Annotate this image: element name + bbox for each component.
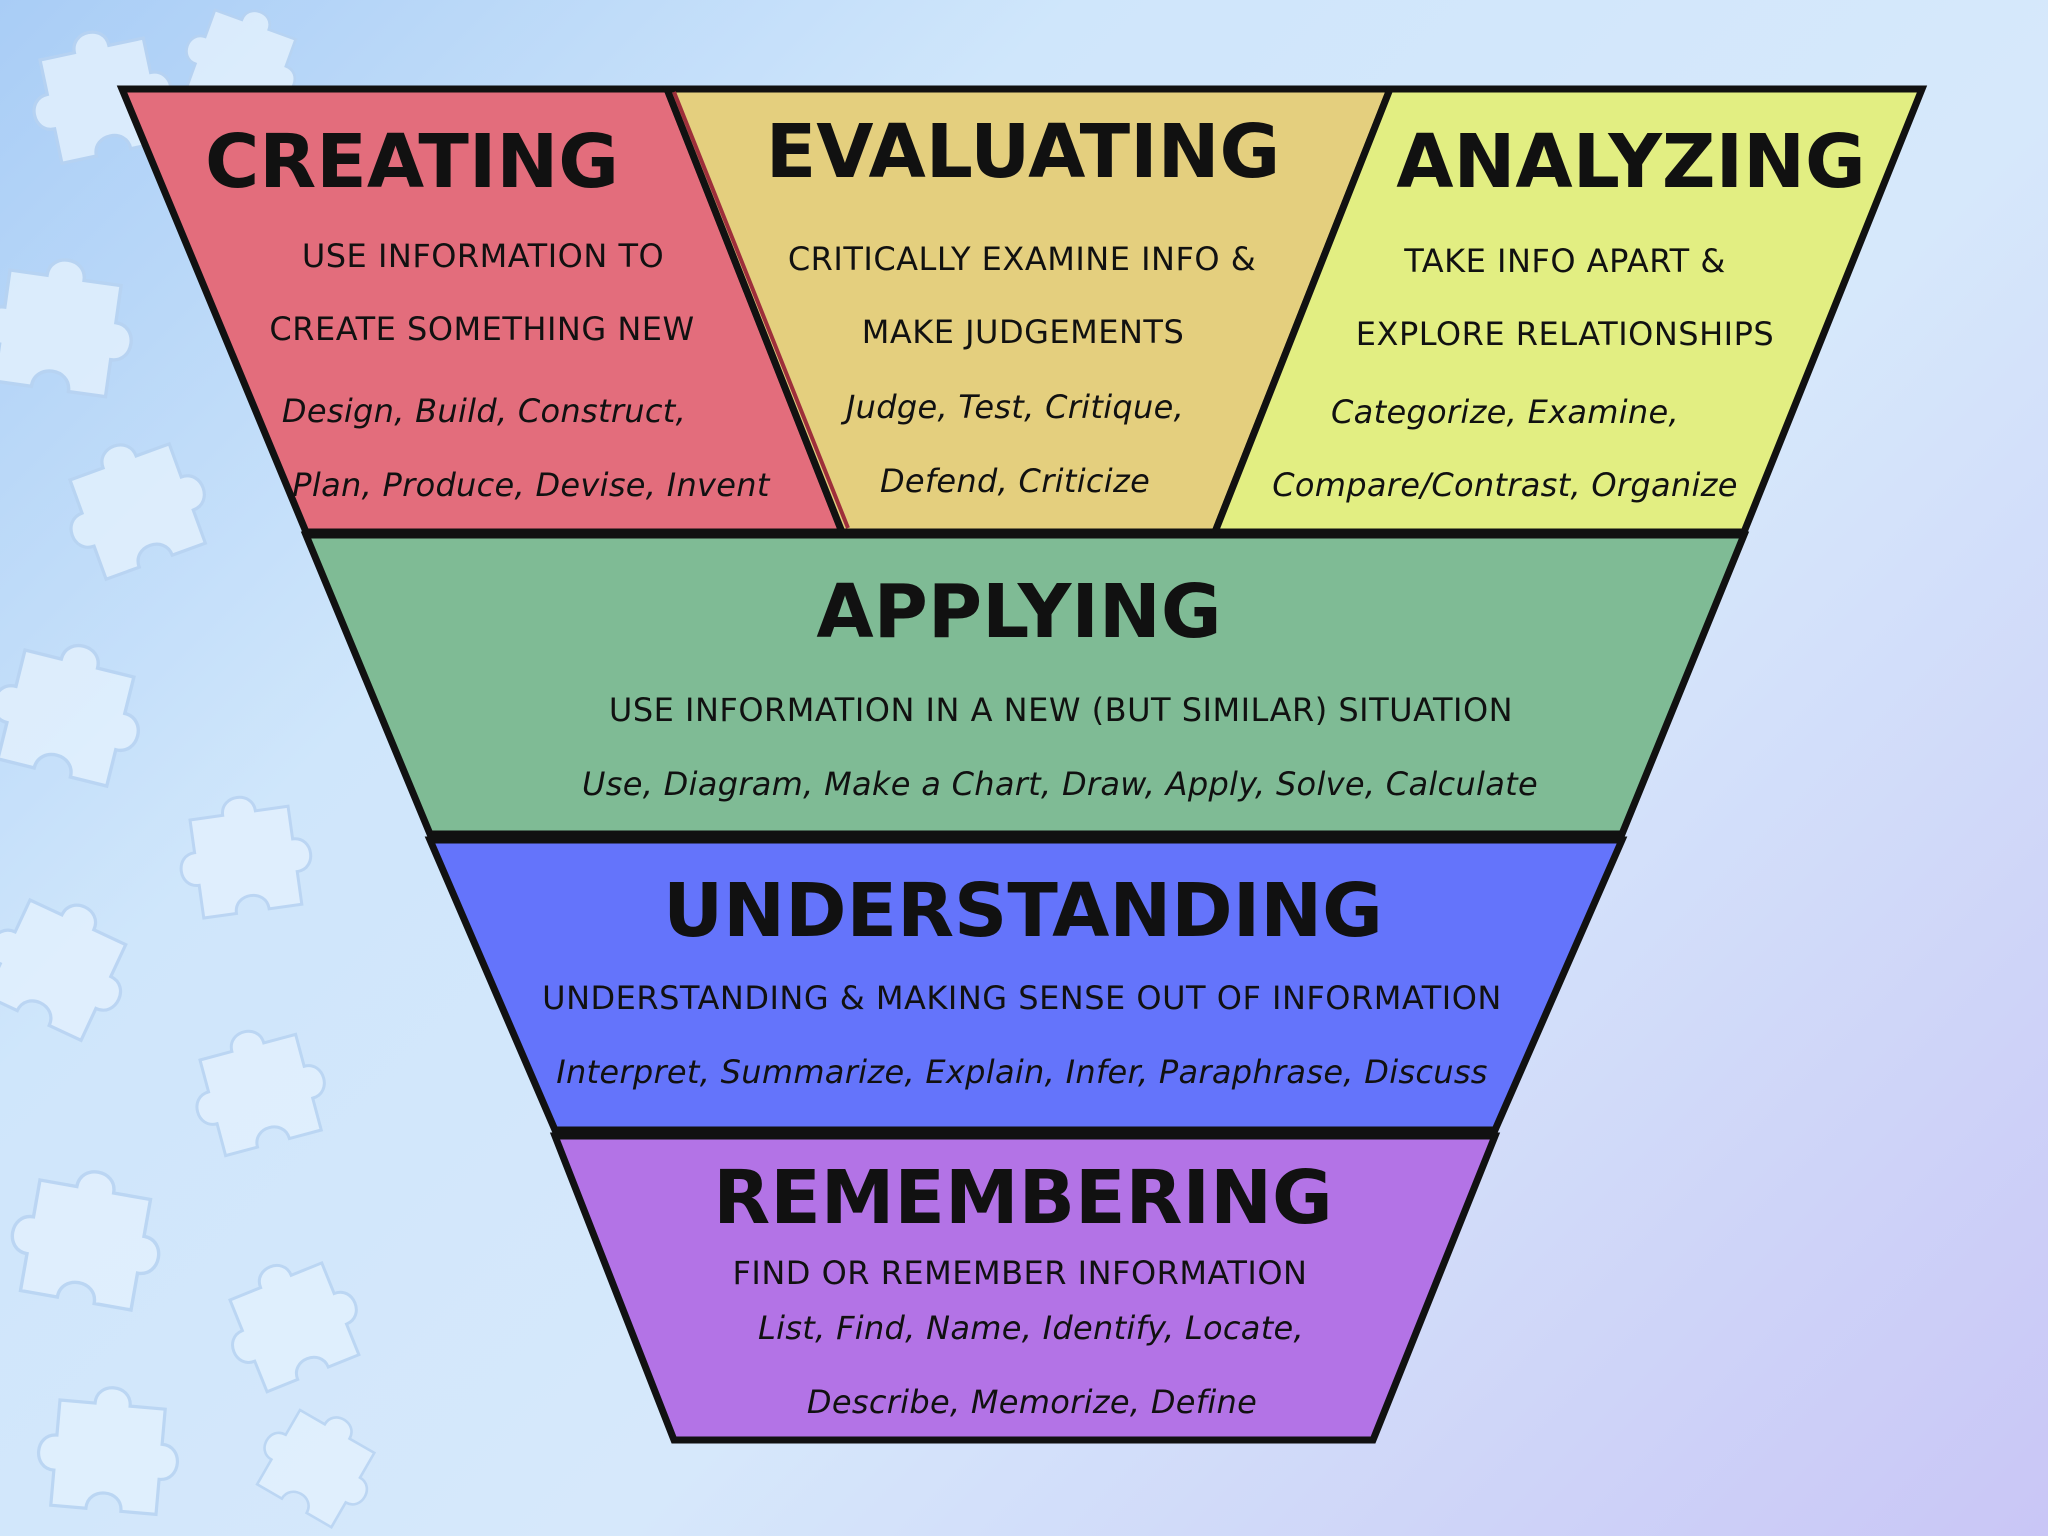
analyzing-verbs-line-2: Compare/Contrast, Organize — [1272, 466, 1738, 504]
analyzing-description-line-2: EXPLORE RELATIONSHIPS — [1355, 315, 1775, 353]
remembering-band — [549, 1132, 1501, 1444]
understanding-verbs: Interpret, Summarize, Explain, Infer, Pa… — [556, 1053, 1488, 1091]
understanding-description: UNDERSTANDING & MAKING SENSE OUT OF INFO… — [542, 979, 1502, 1017]
taxonomy-funnel — [116, 85, 1928, 1444]
applying-title: APPLYING — [816, 569, 1222, 655]
creating-verbs-line-2: Plan, Produce, Devise, Invent — [292, 466, 770, 504]
remembering-verbs-line-1: List, Find, Name, Identify, Locate, — [758, 1309, 1304, 1347]
remembering-title: REMEMBERING — [713, 1155, 1333, 1241]
evaluating-description-line-2: MAKE JUDGEMENTS — [861, 313, 1185, 351]
analyzing-verbs-line-1: Categorize, Examine, — [1331, 393, 1679, 431]
creating-verbs-line-1: Design, Build, Construct, — [281, 392, 687, 430]
applying-description: USE INFORMATION IN A NEW (BUT SIMILAR) S… — [608, 691, 1514, 729]
applying-band — [300, 531, 1750, 838]
understanding-title: UNDERSTANDING — [663, 868, 1383, 954]
creating-shadow-edge — [672, 91, 850, 529]
creating-description-line-2: CREATE SOMETHING NEW — [269, 310, 695, 348]
evaluating-verbs-line-2: Defend, Criticize — [879, 462, 1151, 500]
analyzing-title: ANALYZING — [1396, 119, 1866, 205]
creating-description-line-1: USE INFORMATION TO — [301, 237, 665, 275]
remembering-description: FIND OR REMEMBER INFORMATION — [732, 1254, 1308, 1292]
creating-title: CREATING — [204, 119, 620, 205]
applying-verbs: Use, Diagram, Make a Chart, Draw, Apply,… — [582, 765, 1538, 803]
evaluating-description-line-1: CRITICALLY EXAMINE INFO & — [787, 240, 1257, 278]
evaluating-title: EVALUATING — [765, 109, 1281, 195]
analyzing-description-line-1: TAKE INFO APART & — [1404, 242, 1726, 280]
understanding-band — [424, 836, 1628, 1134]
remembering-verbs-line-2: Describe, Memorize, Define — [806, 1383, 1258, 1421]
evaluating-verbs-line-1: Judge, Test, Critique, — [845, 388, 1185, 426]
